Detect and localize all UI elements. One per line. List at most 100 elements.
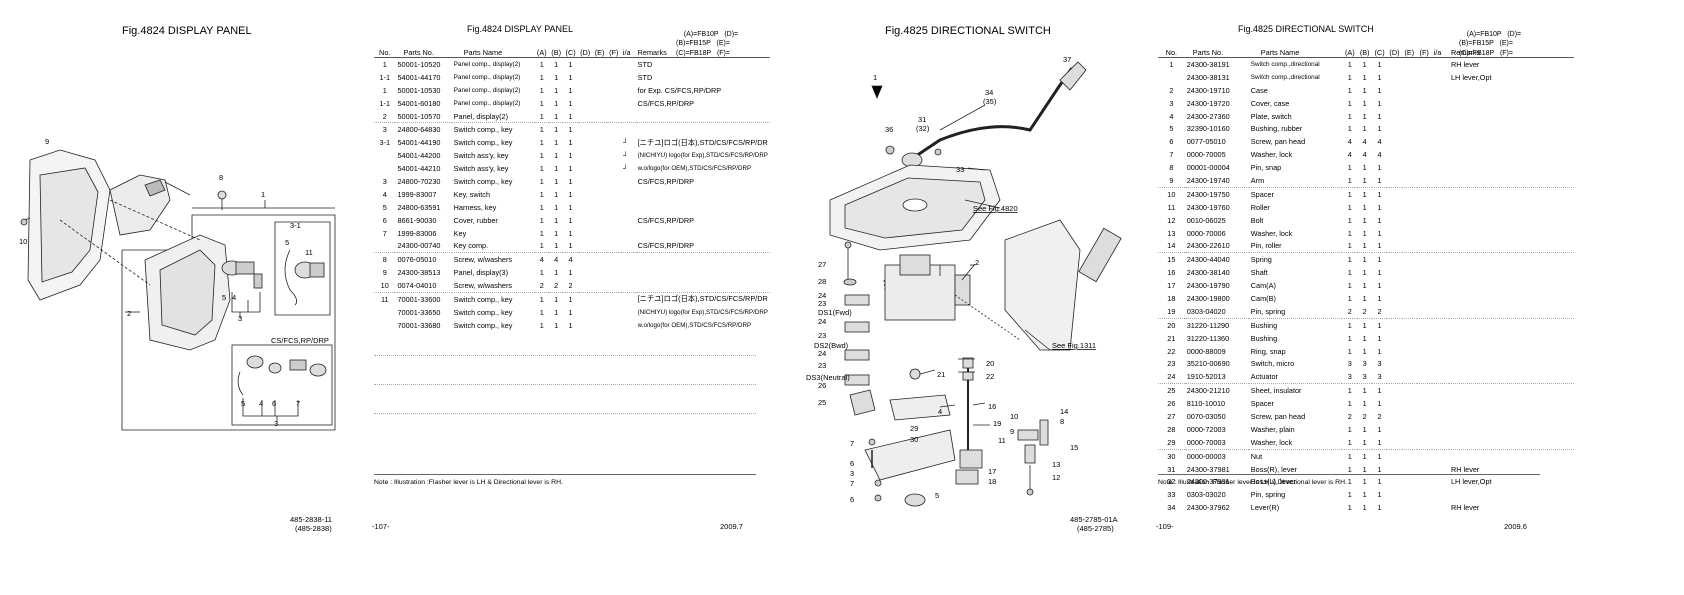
parts-name: Bushing [1248, 317, 1343, 332]
qty-c: 1 [1377, 175, 1382, 185]
interchange-mark [621, 84, 636, 97]
qty-c: 1 [568, 164, 573, 174]
parts-name: Panel comp., display(2) [453, 86, 521, 94]
qty-f [1417, 370, 1432, 383]
qty-e [592, 136, 606, 149]
part-number-index: 3 [374, 122, 396, 137]
parts-no: 0000-70005 [1186, 150, 1226, 160]
qty-d [1387, 148, 1402, 161]
svg-text:29: 29 [910, 424, 918, 433]
svg-text:30: 30 [910, 435, 918, 444]
qty-b: 4 [1362, 137, 1367, 147]
svg-text:12: 12 [1052, 473, 1060, 482]
qty-a: 2 [1347, 411, 1352, 421]
qty-c: 1 [568, 111, 573, 121]
qty-a: 1 [1347, 202, 1352, 212]
qty-f [1417, 501, 1432, 514]
qty-d [1387, 397, 1402, 410]
qty-f [1417, 174, 1432, 187]
part-number-index: 2 [382, 111, 387, 121]
parts-no: 24300-38131 [1186, 72, 1230, 82]
qty-a: 1 [1347, 399, 1352, 409]
parts-name: Panel, display(3) [453, 268, 509, 278]
interchange-mark [1431, 317, 1449, 332]
interchange-mark [1432, 488, 1449, 501]
part-number-index: 19 [1167, 306, 1176, 316]
qty-d [577, 252, 593, 267]
qty-e [592, 227, 606, 240]
qty-f [1417, 266, 1432, 279]
qty-a: 1 [539, 151, 544, 161]
qty-a: 1 [539, 228, 544, 238]
parts-name: Arm [1250, 175, 1265, 185]
qty-e [1401, 186, 1417, 201]
see-fig-4820[interactable]: See Fig.4820 [973, 204, 1018, 213]
interchange-mark [1432, 58, 1449, 71]
remarks: CS/FCS,RP/DRP [637, 98, 694, 108]
svg-text:17: 17 [988, 467, 996, 476]
parts-name: Switch ass'y, key [453, 151, 509, 161]
qty-d [577, 292, 593, 306]
qty-f [1417, 110, 1432, 123]
blank-row-line [374, 384, 756, 385]
qty-f [607, 58, 621, 71]
parts-no: 1999-83007 [397, 189, 437, 199]
interchange-mark [1432, 161, 1449, 174]
qty-a: 1 [1347, 111, 1352, 121]
qty-c: 1 [1372, 186, 1388, 201]
qty-b: 1 [1362, 437, 1367, 447]
qty-b: 1 [1362, 399, 1367, 409]
qty-e [1402, 174, 1417, 187]
interchange-mark [1432, 266, 1449, 279]
remarks: w.o/logo(for OEM),STD/CS/FCS/RP/DRP [637, 321, 752, 329]
qty-d [1387, 214, 1402, 227]
qty-e [1402, 488, 1417, 501]
qty-d [578, 319, 593, 332]
interchange-mark [621, 266, 636, 279]
see-fig-1311[interactable]: See Fig.1311 [1052, 341, 1096, 350]
qty-d [1387, 97, 1402, 110]
part-number-index: 9 [1169, 175, 1174, 185]
remarks [636, 279, 770, 292]
qty-c: 1 [568, 268, 573, 278]
qty-b: 1 [1362, 503, 1367, 513]
qty-c: 1 [568, 241, 573, 251]
remarks: [ニチユ]ロゴ(日本),STD/CS/FCS/RP/DR [635, 292, 770, 306]
remarks [1448, 186, 1574, 201]
parts-no: 24300-21210 [1184, 383, 1249, 398]
interchange-mark [620, 292, 636, 306]
qty-f [1417, 97, 1432, 110]
parts-table: No. Parts No. Parts Name (A) (B) (C) (D)… [374, 47, 770, 332]
part-number-index: 10 [380, 281, 389, 291]
qty-d [1387, 252, 1402, 267]
parts-no: 0000-00003 [1184, 448, 1249, 463]
qty-b: 1 [554, 228, 559, 238]
part-number-index: 28 [1167, 424, 1176, 434]
footer-code: 485-2838-11 [290, 515, 332, 524]
qty-e [1402, 305, 1417, 318]
col-e: (E) [1401, 47, 1417, 58]
parts-name: Switch comp.,directional [1250, 60, 1320, 68]
qty-a: 1 [1347, 72, 1352, 82]
qty-b: 1 [554, 241, 559, 251]
part-number-index: 1-1 [379, 98, 390, 108]
svg-text:23: 23 [818, 299, 826, 308]
qty-b: 1 [1362, 175, 1367, 185]
qty-e [592, 84, 606, 97]
interchange-mark [1432, 122, 1449, 135]
footer-code: 485-2785-01A [1070, 515, 1118, 524]
qty-d [1387, 227, 1402, 240]
remarks [636, 188, 770, 201]
qty-b: 1 [554, 138, 559, 148]
qty-d [1387, 345, 1402, 358]
parts-name: Switch comp.,directional [1250, 73, 1320, 81]
part-number-index: 2 [1169, 85, 1174, 95]
qty-a: 2 [1347, 306, 1352, 316]
remarks [636, 266, 770, 279]
qty-e [1402, 84, 1417, 97]
remarks: STD [637, 59, 653, 69]
qty-c: 1 [568, 151, 573, 161]
